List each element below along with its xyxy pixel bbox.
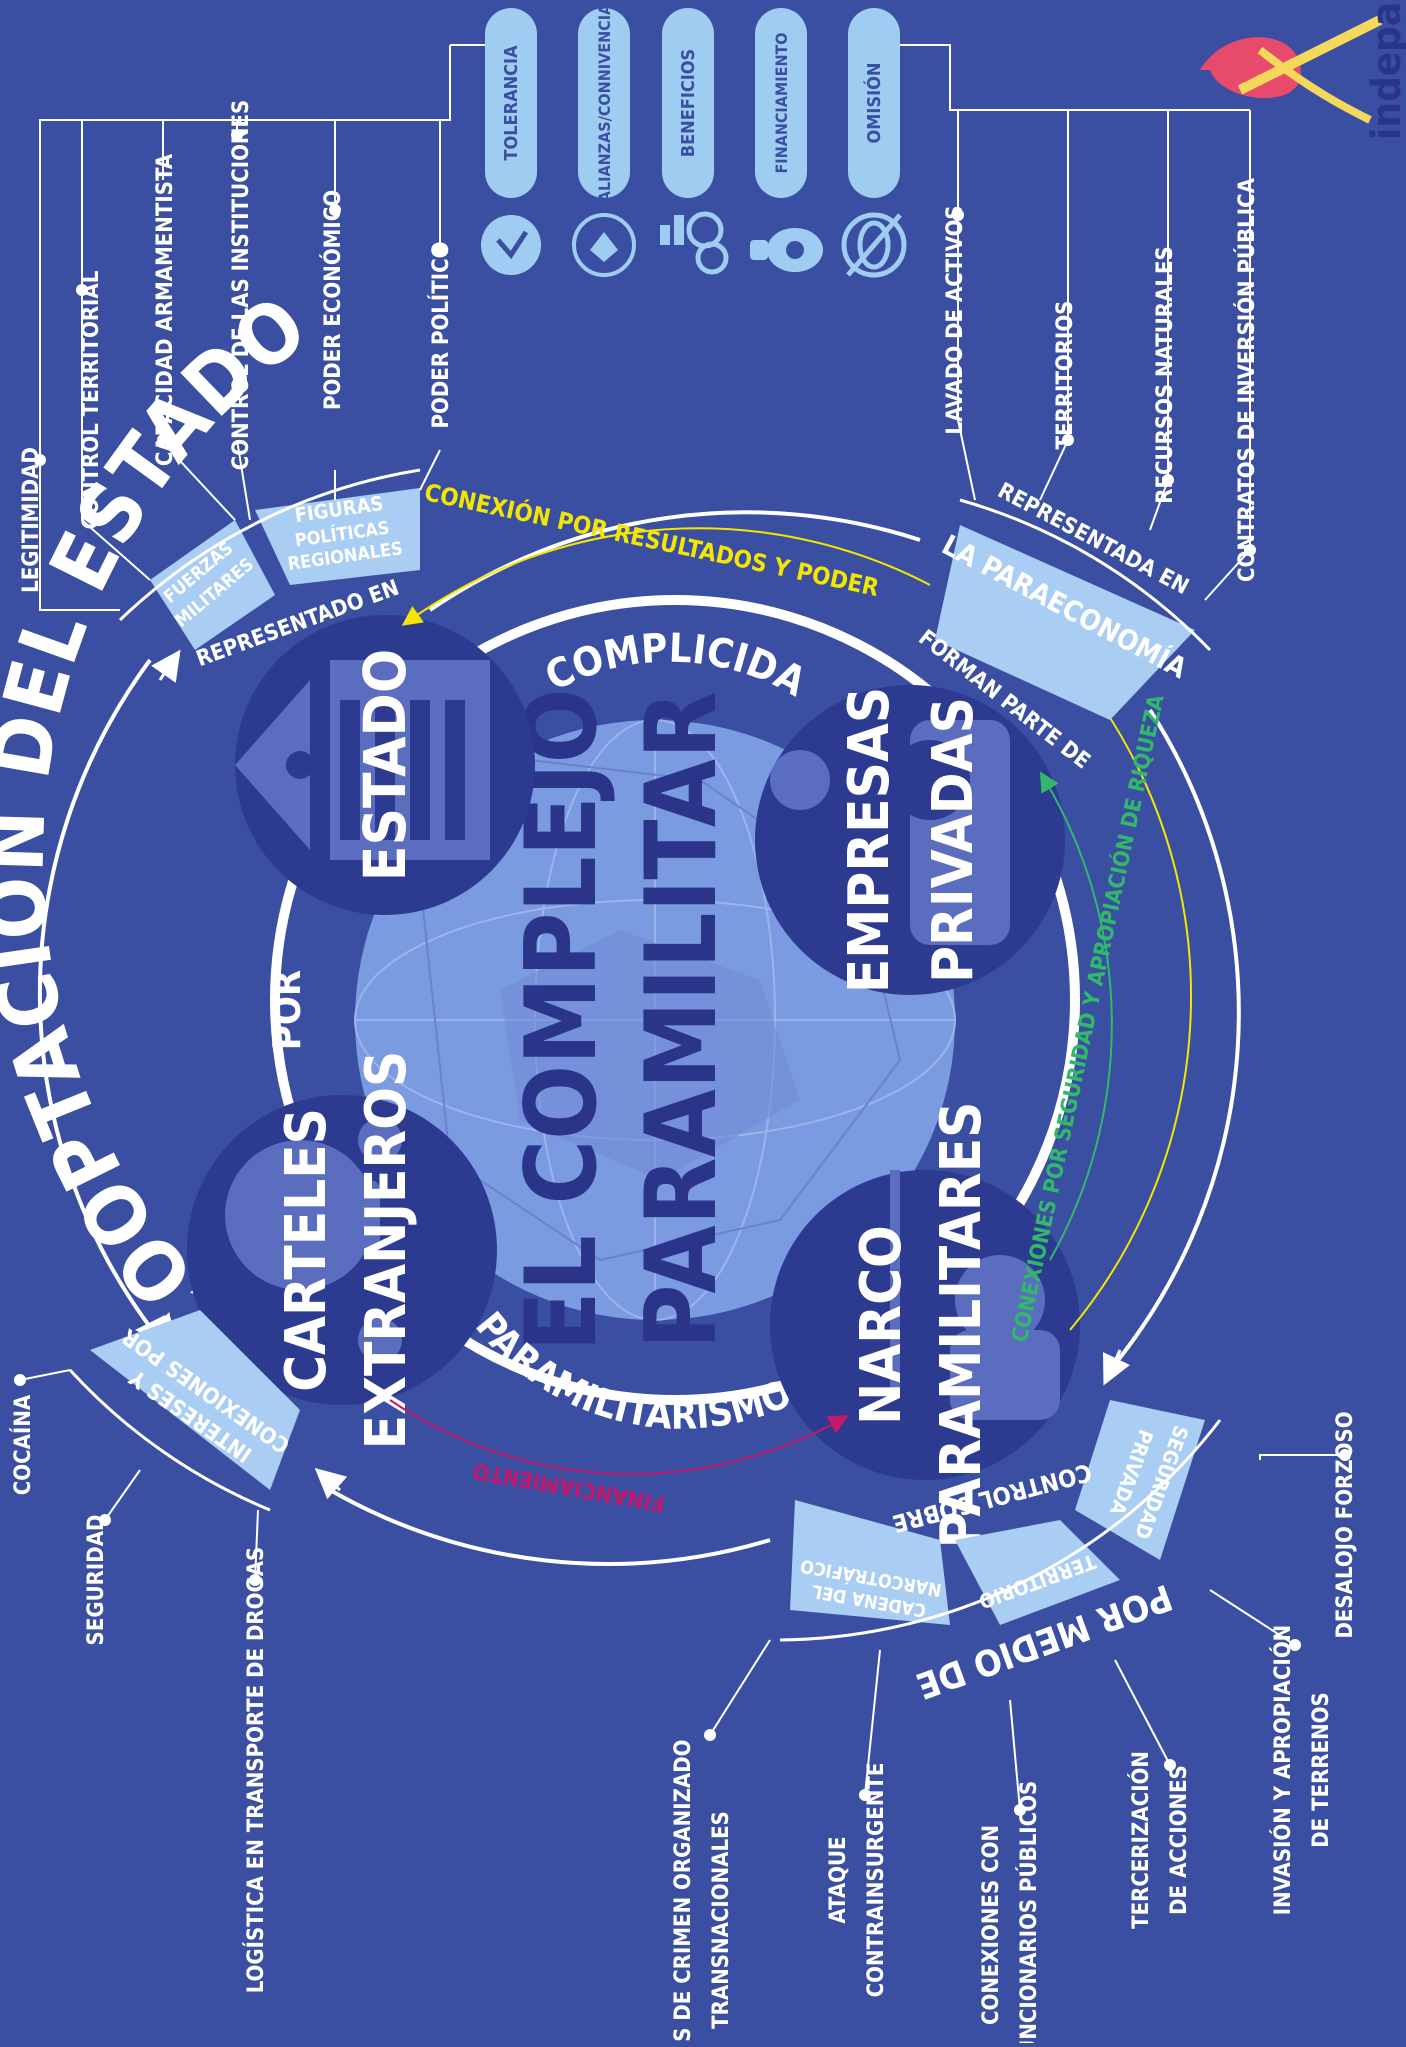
- building-icon: [235, 660, 490, 860]
- panel-territorio: TERRITORIO: [955, 1520, 1120, 1625]
- pills-connector: [450, 44, 1250, 111]
- svg-text:TOLERANCIA: TOLERANCIA: [501, 45, 522, 161]
- svg-text:PARAMILITARES: PARAMILITARES: [929, 1102, 994, 1549]
- svg-text:PARAMILITAR: PARAMILITAR: [625, 691, 739, 1349]
- logo-text: indepaz: [1364, 0, 1406, 140]
- pill-financiamiento: FINANCIAMIENTO: [750, 8, 823, 272]
- medio-item-3-line2: DE ACCIONES: [1167, 1765, 1192, 1915]
- estado-item-3: CONTROL DE LAS INSTITUCIONES: [229, 100, 254, 471]
- medio-item-1-line1: ATAQUE: [826, 1836, 851, 1923]
- node-estado: ESTADO: [235, 615, 535, 915]
- soldier-icon: [890, 1170, 1060, 1420]
- carteles-item-0: COCAÍNA: [10, 1394, 36, 1495]
- estado-item-2: CAPACIDAD ARMAMENTISTA: [153, 153, 178, 466]
- svg-text:BENEFICIOS: BENEFICIOS: [678, 49, 699, 157]
- diagram-title: EL COMPLEJO PARAMILITAR: [505, 688, 739, 1351]
- paraeconomia-item-1: TERRITORIOS: [1053, 301, 1078, 450]
- panel-figuras-politicas: FIGURAS POLÍTICAS REGIONALES: [255, 488, 420, 585]
- pill-alianzas: ALIANZAS/CONNIVENCIA: [572, 3, 636, 277]
- indepaz-logo: indepaz: [1200, 0, 1406, 140]
- estado-item-dots: [34, 129, 446, 466]
- skull-icon: [225, 1118, 402, 1362]
- medio-lines: [709, 1454, 1345, 1811]
- svg-text:PRIVADAS: PRIVADAS: [921, 697, 986, 983]
- medio-item-0-line2: TRANSNACIONALES: [709, 1811, 734, 2029]
- svg-text:NARCO: NARCO: [849, 1225, 914, 1425]
- node-carteles: CARTELES EXTRANJEROS: [187, 1051, 497, 1450]
- pill-tolerancia: TOLERANCIA: [481, 8, 541, 275]
- estado-item-1: CONTROL TERRITORIAL: [79, 270, 104, 529]
- estado-item-5: PODER POLÍTICO: [428, 242, 454, 429]
- paraeconomia-item-3: CONTRATOS DE INVERSIÓN PÚBLICA: [1234, 177, 1260, 582]
- svg-text:OMISIÓN: OMISIÓN: [863, 63, 885, 144]
- carteles-dots: [14, 1374, 261, 1586]
- paraeconomia-dots: [952, 209, 1256, 556]
- estado-label: ESTADO: [351, 649, 419, 881]
- medio-item-1-line2: CONTRAINSURGENTE: [864, 1763, 889, 1998]
- paraeconomia-item-0: LAVADO DE ACTIVOS: [943, 205, 968, 434]
- medio-item-3-line1: TERCERIZACIÓN: [1128, 1751, 1154, 1929]
- medio-item-5: DESALOJO FORZOSO: [1333, 1411, 1358, 1638]
- pill-omision: OMISIÓN: [841, 8, 907, 278]
- svg-text:ALIANZAS/CONNIVENCIA: ALIANZAS/CONNIVENCIA: [595, 3, 614, 202]
- svg-text:FINANCIAMIENTO: FINANCIAMIENTO: [772, 32, 791, 173]
- heart-hand-icon: [481, 215, 541, 275]
- node-empresas: EMPRESAS PRIVADAS: [755, 685, 1065, 995]
- paraeconomia-item-2: RECURSOS NATURALES: [1153, 246, 1178, 504]
- node-narco: NARCO PARAMILITARES: [770, 1102, 1080, 1549]
- medio-item-0-line1: REDES DE CRIMEN ORGANIZADO: [671, 1740, 696, 2044]
- handshake-icon: [572, 213, 636, 277]
- estado-item-0: LEGITIMIDAD: [19, 447, 44, 593]
- medio-item-2-line1: CONEXIONES CON: [979, 1825, 1004, 2025]
- money-bag-icon: [750, 228, 823, 272]
- pill-beneficios: BENEFICIOS: [660, 8, 729, 275]
- estado-item-4: PODER ECONÓMICO: [320, 190, 346, 410]
- svg-text:EMPRESAS: EMPRESAS: [837, 687, 902, 993]
- panel-seguridad-privada: SEGURIDAD PRIVADA: [1075, 1400, 1205, 1560]
- middle-ring: [270, 595, 1080, 1405]
- medio-item-4-line2: DE TERRENOS: [1309, 1692, 1334, 1848]
- carteles-lines: [19, 1369, 259, 1581]
- money-hand-icon: [770, 720, 1010, 945]
- medio-item-4-line1: INVASIÓN Y APROPIACIÓN: [1270, 1625, 1296, 1916]
- svg-text:EXTRANJEROS: EXTRANJEROS: [354, 1051, 419, 1450]
- eye-slash-icon: [841, 212, 907, 278]
- svg-text:CARTELES: CARTELES: [274, 1108, 339, 1392]
- carteles-item-2: LOGÍSTICA EN TRANSPORTE DE DROGAS: [243, 1547, 269, 1994]
- carteles-item-1: SEGURIDAD: [84, 1515, 109, 1646]
- growth-gears-icon: [660, 211, 729, 275]
- panel-cadena-narcotrafico: CADENA DEL NARCOTRÁFICO: [790, 1500, 950, 1625]
- por-label: POR: [265, 970, 309, 1050]
- medio-dots: [704, 1449, 1351, 1816]
- medio-item-2-line2: FUNCIONARIOS PÚBLICOS: [1016, 1781, 1042, 2043]
